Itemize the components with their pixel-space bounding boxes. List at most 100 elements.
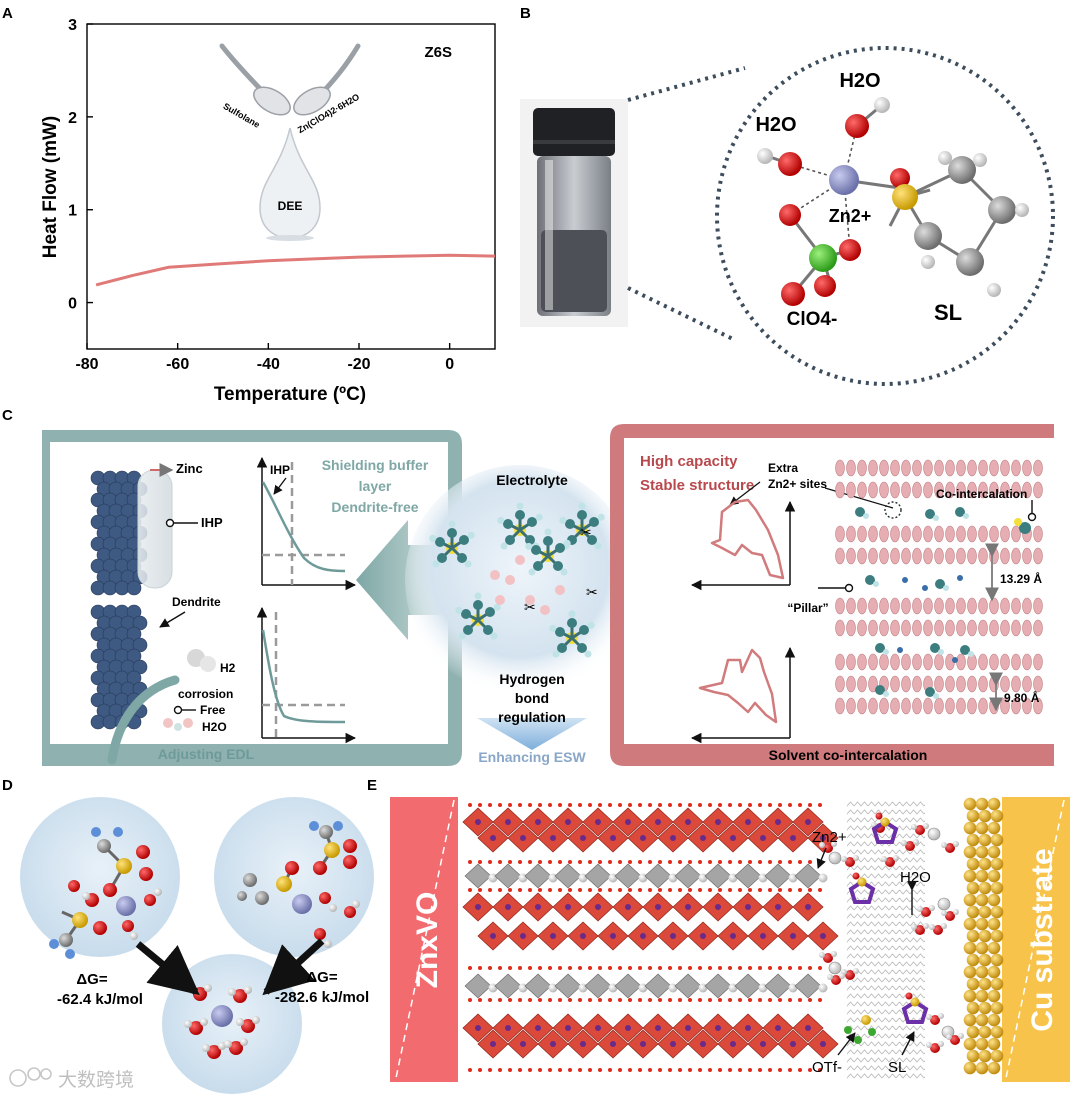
atom [285, 861, 299, 875]
v-atom [700, 1041, 706, 1047]
water-molecule [540, 605, 550, 615]
o-atom [488, 998, 492, 1002]
host-layer-unit [923, 597, 933, 615]
carbon-atom [553, 561, 563, 571]
clo4-label: ClO4- [787, 309, 838, 330]
v-atom [685, 1025, 691, 1031]
v-atom [595, 904, 601, 910]
cu-atom [966, 953, 980, 967]
zn-polyhedron [584, 973, 612, 999]
water-h [917, 906, 923, 912]
o-atom [568, 998, 572, 1002]
atom [211, 1005, 233, 1027]
cu-atom [978, 953, 992, 967]
host-layer-unit [846, 619, 856, 637]
sl-label: SL [934, 300, 962, 325]
e-otf-label: OTf- [812, 1059, 842, 1076]
water-o [945, 911, 955, 921]
carbon-atom [579, 625, 589, 635]
o-atom [528, 860, 532, 864]
water-h [831, 841, 837, 847]
o-atom [768, 966, 772, 970]
v-atom [655, 904, 661, 910]
host-layer-unit [956, 459, 966, 477]
host-layer-unit [1033, 675, 1043, 693]
o-atom [718, 803, 722, 807]
host-layer-unit [901, 675, 911, 693]
carbon-atom [565, 519, 575, 529]
cu-label: Cu substrate [1026, 848, 1059, 1031]
host-layer-unit [956, 675, 966, 693]
zn-ion [922, 585, 928, 591]
host-layer-unit [857, 481, 867, 499]
host-layer-unit [879, 653, 889, 671]
host-layer-unit [978, 697, 988, 715]
v-atom [490, 1041, 496, 1047]
host-layer-unit [901, 481, 911, 499]
o-atom [818, 998, 822, 1002]
atom [49, 939, 59, 949]
host-layer-unit [1000, 653, 1010, 671]
atom [204, 984, 212, 992]
water-molecule [515, 555, 525, 565]
v-atom [610, 1041, 616, 1047]
o-atom [768, 888, 772, 892]
hbond-label-3: regulation [498, 709, 566, 725]
o-atom [598, 888, 602, 892]
host-layer-unit [1033, 459, 1043, 477]
sl-oxygen [875, 812, 883, 820]
esw-arrow [477, 718, 587, 750]
electrolyte-glow [405, 465, 635, 695]
o-atom [588, 888, 592, 892]
o-atom [508, 998, 512, 1002]
host-layer-unit [912, 597, 922, 615]
v-atom [565, 1025, 571, 1031]
o-atom [668, 966, 672, 970]
cu-atom [978, 1001, 992, 1015]
spacing-label-2: 9.80 Å [1004, 690, 1040, 705]
zn-polyhedron [494, 863, 522, 889]
atom [228, 988, 236, 996]
host-layer-unit [879, 481, 889, 499]
v-atom [505, 904, 511, 910]
droplet-label: DEE [278, 199, 303, 213]
o-atom [588, 998, 592, 1002]
host-layer-unit [857, 697, 867, 715]
o-atom [598, 966, 602, 970]
host-layer-unit [901, 653, 911, 671]
carbon-atom [531, 545, 541, 555]
cu-atom [966, 1001, 980, 1015]
host-layer-unit [901, 697, 911, 715]
atom [224, 1040, 232, 1048]
host-layer-unit [967, 547, 977, 565]
carbon-atom [555, 543, 565, 553]
intercalated-molecule [875, 685, 885, 695]
atom [184, 1020, 192, 1028]
v-atom [685, 904, 691, 910]
atom [241, 1019, 255, 1033]
water-h [901, 840, 907, 846]
zn-polyhedron [794, 973, 822, 999]
o-atom [708, 966, 712, 970]
zn-polyhedron [734, 863, 762, 889]
o-atom [478, 888, 482, 892]
atom [314, 928, 326, 940]
cu-atom [966, 857, 980, 871]
host-layer-unit [989, 675, 999, 693]
o-atom [668, 860, 672, 864]
panel-d: D ΔG= -62.4 kJ/mol ΔG= -282.6 kJ/mol 大数跨… [2, 777, 374, 1094]
v-atom [610, 933, 616, 939]
o-atom [618, 1068, 622, 1072]
host-layer-unit [857, 653, 867, 671]
o-atom [708, 888, 712, 892]
host-layer-unit [846, 481, 856, 499]
o-atom [538, 998, 542, 1002]
zn-polyhedron [704, 973, 732, 999]
v-atom [775, 819, 781, 825]
o-atom [798, 803, 802, 807]
host-layer-unit [1011, 653, 1021, 671]
v-atom [595, 819, 601, 825]
zn-polyhedron [734, 973, 762, 999]
host-layer-unit [1022, 697, 1032, 715]
o-atom [568, 803, 572, 807]
